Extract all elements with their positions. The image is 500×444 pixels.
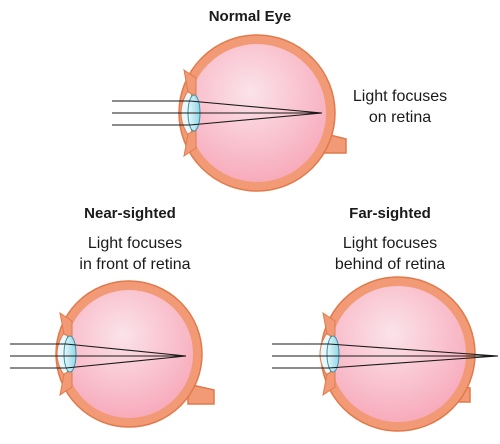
- near-sighted-caption-line2: in front of retina: [79, 256, 191, 273]
- near-sighted-eye: [10, 280, 215, 428]
- normal-eye: [112, 34, 347, 192]
- light-rays: [112, 100, 323, 126]
- far-sighted-caption-line2: behind of retina: [334, 256, 446, 273]
- far-sighted-title: Far-sighted: [349, 205, 431, 222]
- near-sighted-caption: Light focuses in front of retina: [50, 233, 220, 275]
- normal-eye-title: Normal Eye: [208, 8, 292, 25]
- eye-interior: [65, 290, 193, 418]
- far-sighted-eye: [272, 276, 499, 432]
- light-rays: [10, 343, 187, 369]
- normal-eye-caption-line2: on retina: [368, 109, 432, 126]
- near-sighted-caption-line1: Light focuses: [87, 235, 183, 252]
- lens: [63, 335, 77, 373]
- eye-interior: [330, 286, 466, 422]
- normal-eye-caption-line1: Light focuses: [352, 88, 448, 105]
- far-sighted-caption-line1: Light focuses: [342, 235, 438, 252]
- near-sighted-title: Near-sighted: [84, 205, 176, 222]
- normal-eye-caption: Light focuses on retina: [330, 86, 470, 128]
- lens: [326, 335, 340, 373]
- far-sighted-caption: Light focuses behind of retina: [310, 233, 470, 275]
- light-rays: [272, 343, 499, 369]
